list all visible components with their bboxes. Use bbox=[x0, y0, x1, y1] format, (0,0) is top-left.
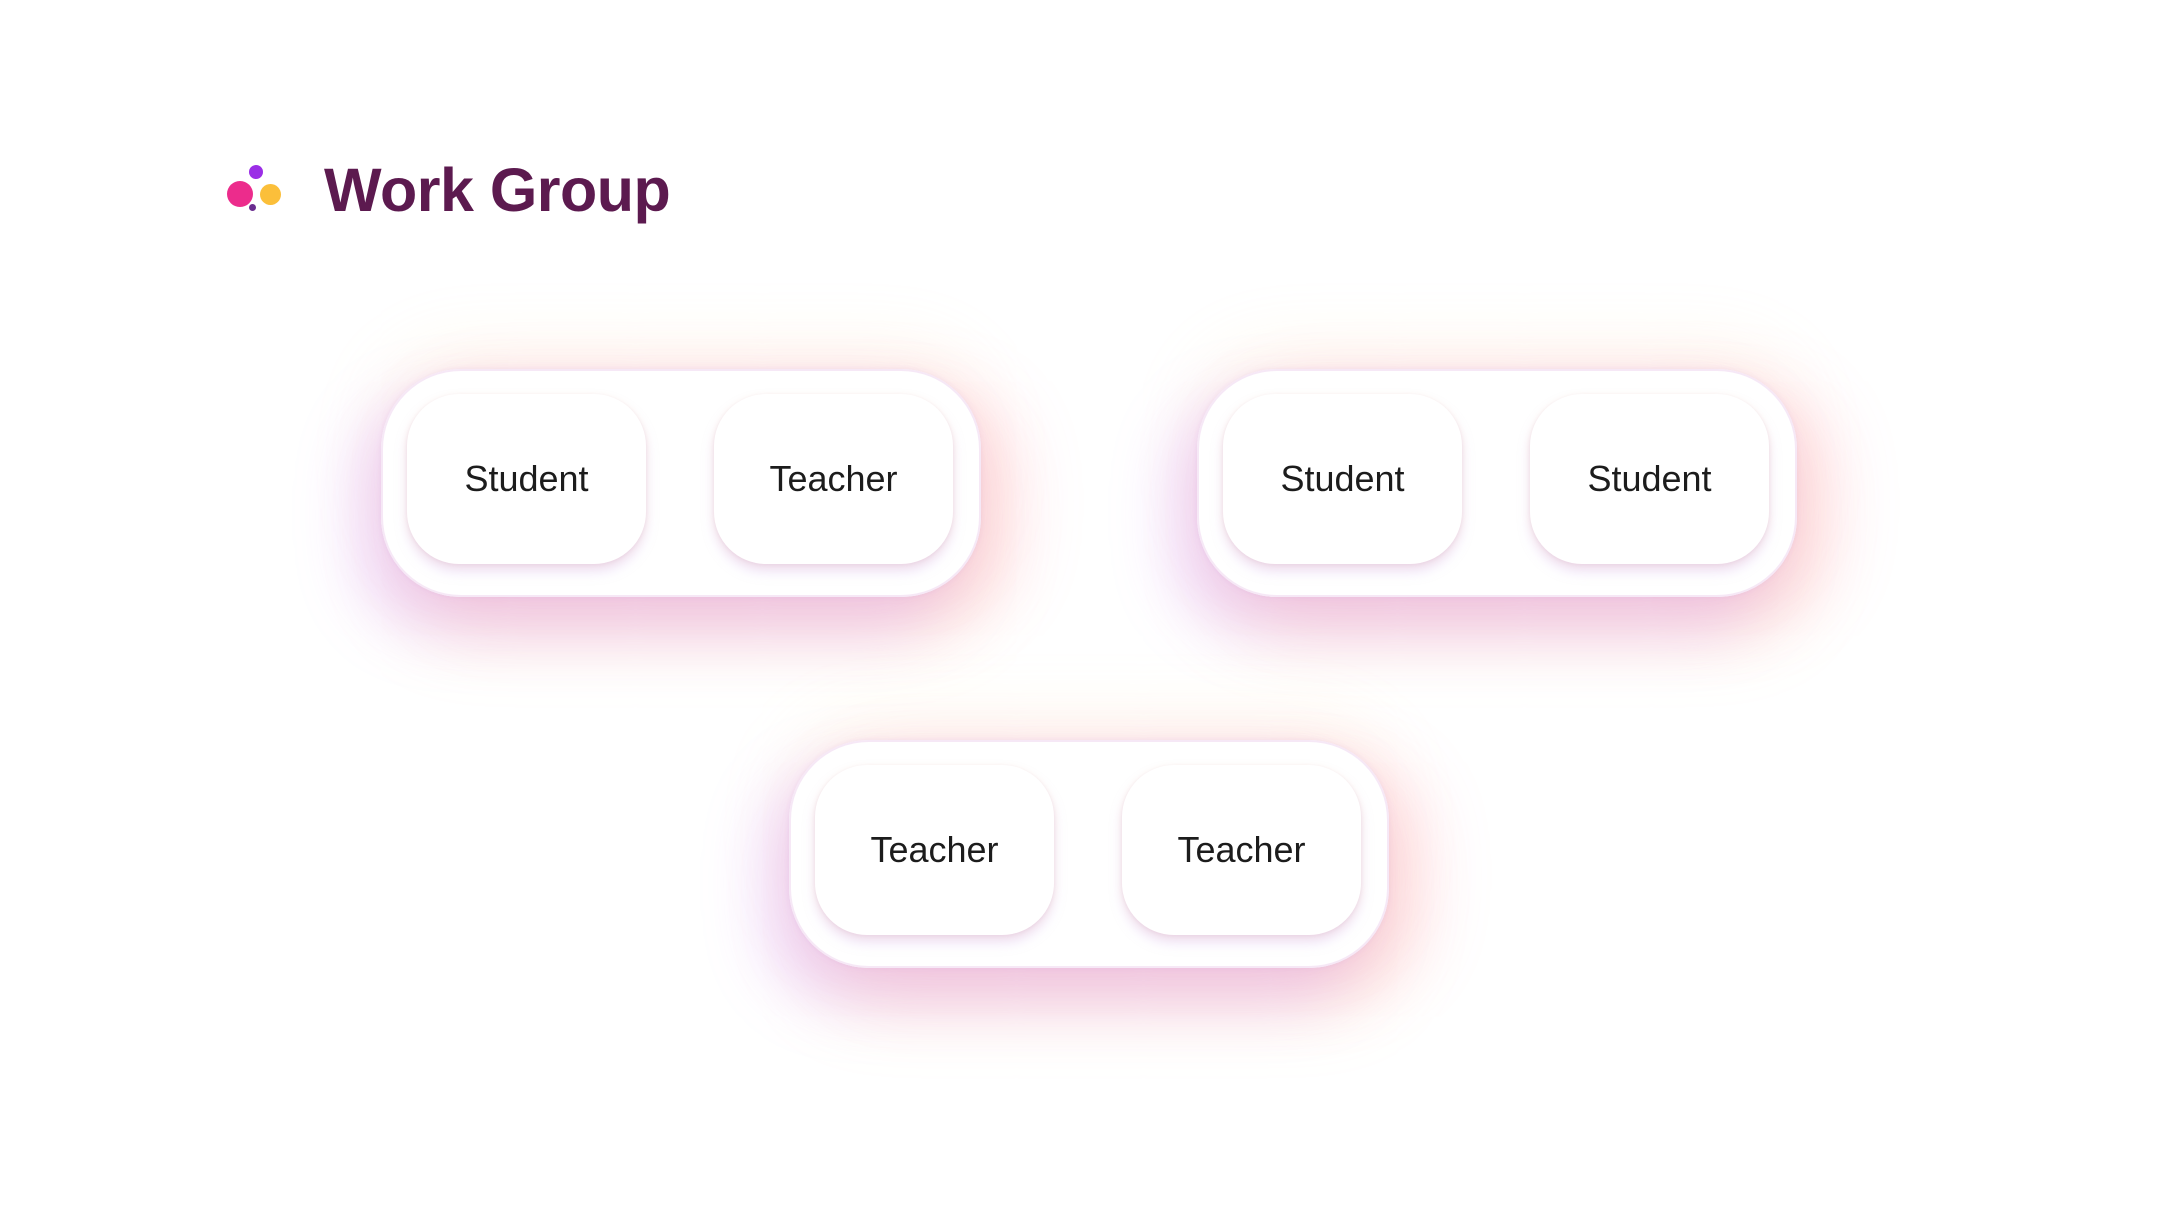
member-card[interactable]: Teacher bbox=[815, 765, 1054, 935]
work-group-1: Student Teacher bbox=[381, 369, 981, 597]
member-label: Teacher bbox=[769, 458, 898, 499]
work-group-3: Teacher Teacher bbox=[789, 740, 1389, 968]
member-card[interactable]: Student bbox=[1223, 394, 1462, 564]
member-card[interactable]: Teacher bbox=[1122, 765, 1361, 935]
member-card[interactable]: Student bbox=[1530, 394, 1769, 564]
member-label: Teacher bbox=[1177, 829, 1306, 870]
member-label: Student bbox=[1587, 458, 1712, 499]
member-label: Teacher bbox=[870, 829, 999, 870]
member-label: Student bbox=[1280, 458, 1405, 499]
member-card[interactable]: Student bbox=[407, 394, 646, 564]
member-card[interactable]: Teacher bbox=[714, 394, 953, 564]
dots-logo-icon bbox=[225, 161, 285, 221]
logo-dot-pink bbox=[227, 180, 253, 207]
logo-dot-small bbox=[249, 203, 256, 211]
logo-dot-yellow bbox=[260, 183, 281, 205]
work-group-2: Student Student bbox=[1197, 369, 1797, 597]
header: Work Group bbox=[225, 156, 671, 224]
page-title: Work Group bbox=[324, 156, 671, 224]
logo-dot-purple bbox=[249, 164, 263, 179]
member-label: Student bbox=[464, 458, 589, 499]
